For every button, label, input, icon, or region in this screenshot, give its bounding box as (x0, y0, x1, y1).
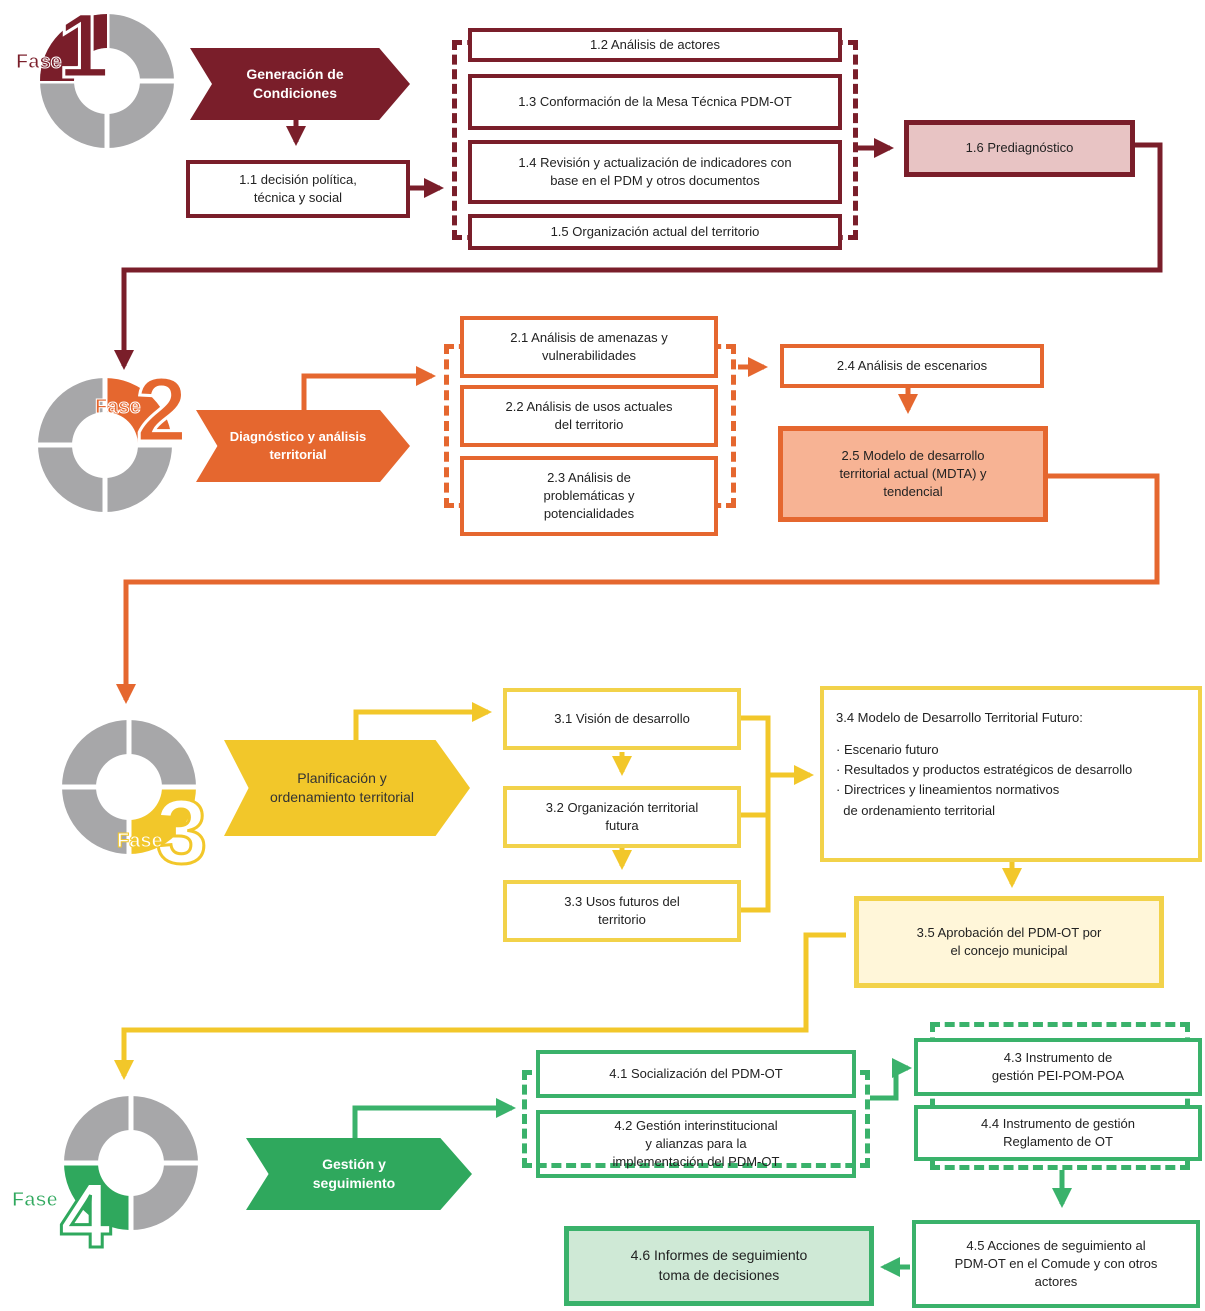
phase2-chevron: Diagnóstico y análisis territorial (196, 410, 410, 482)
box-3-2: 3.2 Organización territorial futura (503, 786, 741, 848)
box-1-2: 1.2 Análisis de actores (468, 28, 842, 62)
box-4-2: 4.2 Gestión interinstitucional y alianza… (536, 1110, 856, 1178)
box-4-5: 4.5 Acciones de seguimiento al PDM-OT en… (912, 1220, 1200, 1308)
box-3-4: 3.4 Modelo de Desarrollo Territorial Fut… (820, 686, 1202, 862)
box-2-4: 2.4 Análisis de escenarios (780, 344, 1044, 388)
phase2-ring (34, 374, 176, 516)
box-4-4: 4.4 Instrumento de gestión Reglamento de… (914, 1105, 1202, 1161)
phase3-connectors (114, 702, 1022, 1080)
box-2-2: 2.2 Análisis de usos actuales del territ… (460, 385, 718, 447)
phase3-ring (58, 716, 200, 858)
box-3-5: 3.5 Aprobación del PDM-OT por el concejo… (854, 896, 1164, 988)
phase4-chevron: Gestión y seguimiento (246, 1138, 472, 1210)
box-3-4-title: 3.4 Modelo de Desarrollo Territorial Fut… (836, 710, 1083, 725)
box-3-4-item: · Escenario futuro (836, 742, 939, 758)
phase2-connectors (116, 357, 1160, 704)
box-3-4-item: · Directrices y lineamientos normativos … (836, 782, 1060, 818)
box-2-1: 2.1 Análisis de amenazas y vulnerabilida… (460, 316, 718, 378)
phase4-connectors (352, 1058, 1072, 1277)
phase2-number: 2 (134, 359, 188, 461)
phase1-connectors (114, 118, 1163, 370)
box-1-3: 1.3 Conformación de la Mesa Técnica PDM-… (468, 74, 842, 130)
box-1-4: 1.4 Revisión y actualización de indicado… (468, 140, 842, 204)
box-3-1: 3.1 Visión de desarrollo (503, 688, 741, 750)
phase1-ring (36, 10, 178, 152)
phase3-chevron: Planificación y ordenamiento territorial (224, 740, 470, 836)
phase3-word: Fase (117, 830, 164, 853)
box-2-3: 2.3 Análisis de problemáticas y potencia… (460, 456, 718, 536)
phase4-number: 4 (58, 1165, 112, 1267)
box-4-3: 4.3 Instrumento de gestión PEI-POM-POA (914, 1038, 1202, 1096)
phase4-dashed-group-right (930, 1022, 1190, 1170)
phase1-word: Fase (16, 51, 63, 74)
box-2-5: 2.5 Modelo de desarrollo territorial act… (778, 426, 1048, 522)
box-1-5: 1.5 Organización actual del territorio (468, 214, 842, 250)
box-1-1: 1.1 decisión política, técnica y social (186, 160, 410, 218)
phase1-chevron: Generación de Condiciones (190, 48, 410, 120)
phase2-word: Fase (95, 396, 142, 419)
box-4-1: 4.1 Socialización del PDM-OT (536, 1050, 856, 1098)
box-3-4-item: · Resultados y productos estratégicos de… (836, 762, 1133, 778)
box-1-6: 1.6 Prediagnóstico (904, 120, 1135, 177)
box-3-3: 3.3 Usos futuros del territorio (503, 880, 741, 942)
box-4-6: 4.6 Informes de seguimiento toma de deci… (564, 1226, 874, 1306)
phase4-ring (60, 1092, 202, 1234)
phase4-word: Fase (12, 1189, 59, 1212)
phase1-number: 1 (56, 0, 110, 97)
phase3-number: 3 (154, 781, 208, 883)
